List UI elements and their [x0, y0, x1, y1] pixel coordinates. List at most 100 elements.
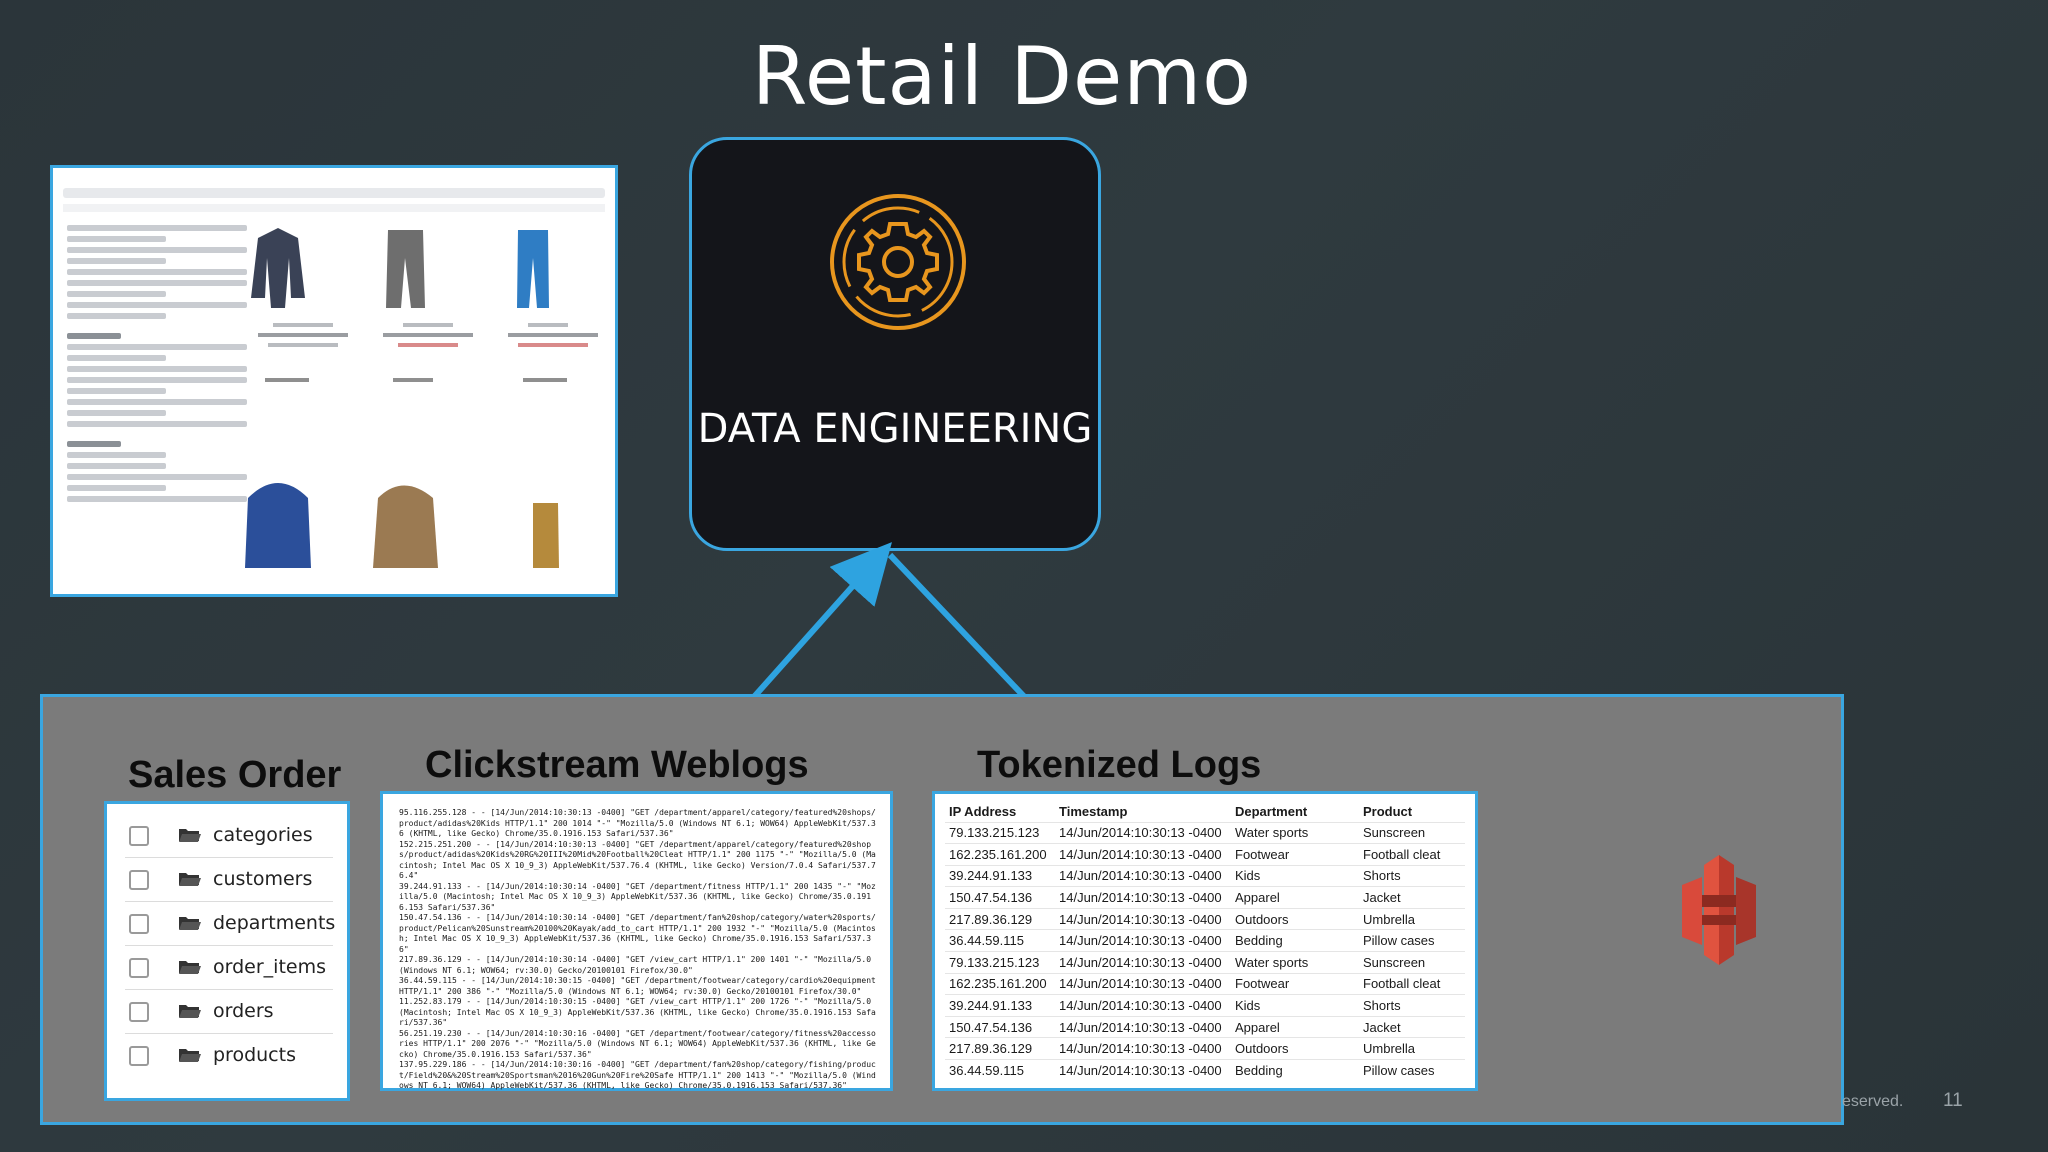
table-cell: Bedding [1231, 1059, 1359, 1082]
table-header-row: IP Address Timestamp Department Product [945, 802, 1465, 822]
table-cell: Shorts [1359, 994, 1465, 1017]
table-cell: 36.44.59.115 [945, 929, 1055, 952]
checkbox[interactable] [129, 914, 149, 934]
table-cell: 14/Jun/2014:10:30:13 -0400 [1055, 821, 1231, 844]
table-cell: 217.89.36.129 [945, 1037, 1055, 1060]
folder-label: customers [213, 868, 313, 890]
table-cell: 14/Jun/2014:10:30:13 -0400 [1055, 843, 1231, 866]
table-cell: Sunscreen [1359, 951, 1465, 974]
table-cell: Sunscreen [1359, 821, 1465, 844]
table-cell: Footwear [1231, 843, 1359, 866]
checkbox[interactable] [129, 1002, 149, 1022]
column-header: IP Address [949, 804, 1017, 820]
table-cell: Outdoors [1231, 1037, 1359, 1060]
table-cell: Footwear [1231, 972, 1359, 995]
table-cell: 14/Jun/2014:10:30:13 -0400 [1055, 886, 1231, 909]
table-cell: 39.244.91.133 [945, 994, 1055, 1017]
folder-row[interactable]: orders [125, 990, 333, 1034]
checkbox[interactable] [129, 1046, 149, 1066]
tokenized-logs-title: Tokenized Logs [977, 744, 1262, 786]
checkbox[interactable] [129, 870, 149, 890]
table-cell: 150.47.54.136 [945, 886, 1055, 909]
checkbox[interactable] [129, 826, 149, 846]
table-cell: 79.133.215.123 [945, 821, 1055, 844]
table-cell: 162.235.161.200 [945, 972, 1055, 995]
table-cell: 39.244.91.133 [945, 864, 1055, 887]
table-cell: Bedding [1231, 929, 1359, 952]
gear-icon [830, 194, 966, 330]
table-cell: Apparel [1231, 886, 1359, 909]
folder-icon [179, 829, 201, 842]
folder-row[interactable]: customers [125, 858, 333, 902]
folder-icon [179, 873, 201, 886]
filter-sidebar [67, 220, 247, 574]
product-pants-gray-image [386, 230, 425, 308]
table-cell: 14/Jun/2014:10:30:13 -0400 [1055, 994, 1231, 1017]
table-cell: Water sports [1231, 821, 1359, 844]
table-cell: 217.89.36.129 [945, 907, 1055, 930]
browser-bookmarks-bar [63, 204, 605, 212]
table-cell: 14/Jun/2014:10:30:13 -0400 [1055, 864, 1231, 887]
folder-icon [179, 1005, 201, 1018]
table-cell: Apparel [1231, 1015, 1359, 1038]
table-cell: Outdoors [1231, 907, 1359, 930]
s3-bucket-icon [1682, 855, 1756, 965]
sales-order-title: Sales Order [128, 754, 342, 796]
clickstream-log-text: 95.116.255.128 - - [14/Jun/2014:10:30:13… [399, 808, 876, 1090]
folder-label: products [213, 1044, 296, 1066]
folder-icon [179, 1049, 201, 1062]
table-cell: Kids [1231, 864, 1359, 887]
column-header: Timestamp [1059, 804, 1128, 820]
table-cell: Umbrella [1359, 1037, 1465, 1060]
sales-order-folder-list: categories customers departments order_i… [104, 801, 350, 1101]
table-cell: Football cleat [1359, 972, 1465, 995]
product-puffer-jacket-image [245, 483, 311, 568]
table-cell: 14/Jun/2014:10:30:13 -0400 [1055, 1059, 1231, 1082]
folder-icon [179, 917, 201, 930]
folder-row[interactable]: order_items [125, 946, 333, 990]
table-cell: 79.133.215.123 [945, 951, 1055, 974]
table-cell: 150.47.54.136 [945, 1015, 1055, 1038]
folder-label: order_items [213, 956, 326, 978]
column-header: Department [1235, 804, 1308, 820]
folder-icon [179, 961, 201, 974]
folder-row[interactable]: departments [125, 902, 335, 946]
table-cell: 14/Jun/2014:10:30:13 -0400 [1055, 907, 1231, 930]
checkbox[interactable] [129, 958, 149, 978]
product-pants-blue-image [517, 230, 549, 308]
folder-row[interactable]: categories [125, 814, 333, 858]
tokenized-logs-table: IP Address Timestamp Department Product … [945, 802, 1465, 1082]
column-header: Product [1363, 804, 1413, 820]
table-cell: 14/Jun/2014:10:30:13 -0400 [1055, 1037, 1231, 1060]
folder-label: categories [213, 824, 313, 846]
folder-label: orders [213, 1000, 274, 1022]
folder-row[interactable]: products [125, 1034, 333, 1078]
product-pants-tan-image [533, 503, 559, 568]
clickstream-log-card: 95.116.255.128 - - [14/Jun/2014:10:30:13… [380, 791, 893, 1091]
footer-copyright-text: eserved. [1842, 1093, 1904, 1110]
data-engineering-box: DATA ENGINEERING [689, 137, 1101, 551]
table-cell: 36.44.59.115 [945, 1059, 1055, 1082]
slide-title: Retail Demo [751, 30, 1253, 123]
table-cell: Jacket [1359, 886, 1465, 909]
table-cell: Pillow cases [1359, 929, 1465, 952]
table-cell: 14/Jun/2014:10:30:13 -0400 [1055, 972, 1231, 995]
table-cell: 162.235.161.200 [945, 843, 1055, 866]
data-engineering-label: DATA ENGINEERING [697, 406, 1093, 452]
table-cell: Kids [1231, 994, 1359, 1017]
tokenized-logs-card: IP Address Timestamp Department Product … [932, 791, 1478, 1091]
table-cell: Umbrella [1359, 907, 1465, 930]
table-cell: Football cleat [1359, 843, 1465, 866]
table-cell: Water sports [1231, 951, 1359, 974]
table-cell: 14/Jun/2014:10:30:13 -0400 [1055, 1015, 1231, 1038]
clickstream-title: Clickstream Weblogs [425, 744, 809, 786]
